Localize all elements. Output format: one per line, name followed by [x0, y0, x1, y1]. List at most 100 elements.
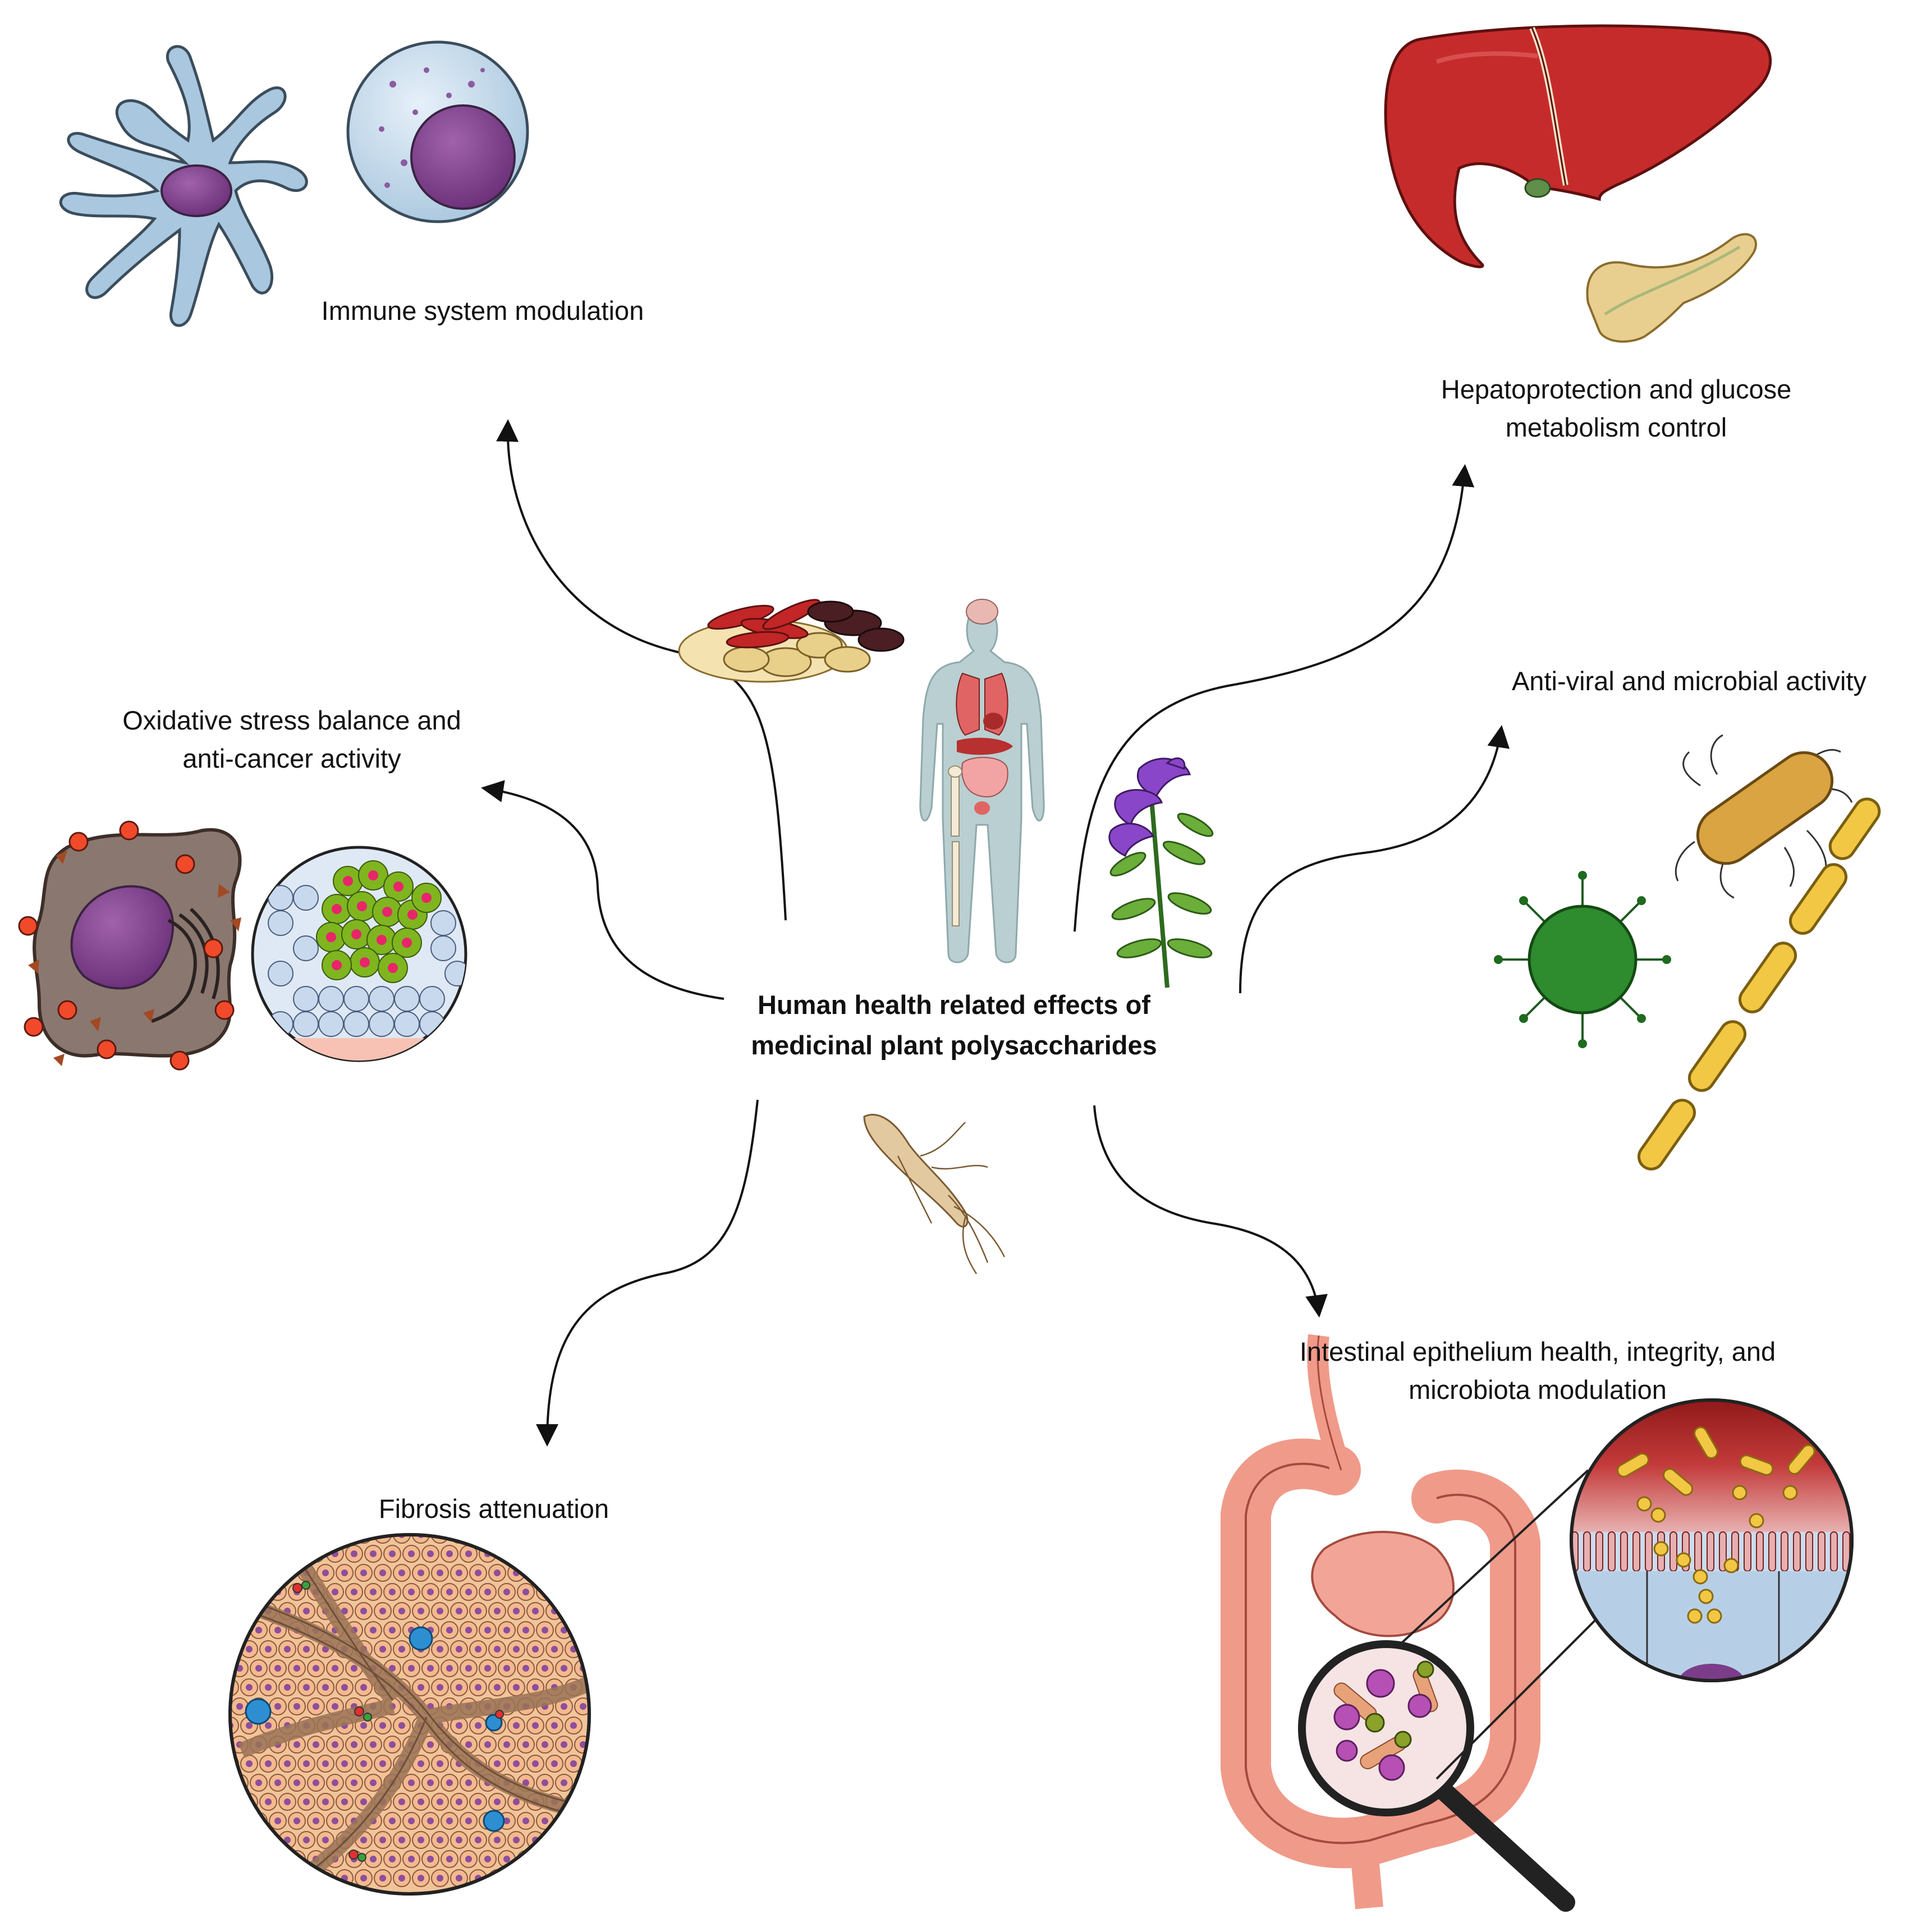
tissue-cell-nucleus: [494, 1570, 501, 1576]
arrow-to-hepato: [1074, 464, 1475, 932]
tissue-cell-nucleus: [230, 1875, 233, 1881]
tissue-cell-nucleus: [532, 1760, 539, 1767]
tissue-cell-nucleus: [265, 1684, 272, 1691]
tissue-cell-nucleus: [246, 1684, 253, 1691]
tissue-cell: [297, 1869, 315, 1887]
tissue-cell-nucleus: [437, 1684, 443, 1691]
tissue-cell-nucleus: [503, 1665, 510, 1672]
tissue-cell-nucleus: [465, 1856, 472, 1862]
tissue-cell-nucleus: [427, 1779, 434, 1786]
tissue-cell-nucleus: [418, 1608, 424, 1614]
tissue-cell-nucleus: [303, 1875, 310, 1881]
tissue-cell: [555, 1850, 573, 1868]
tissue-cell: [555, 1545, 573, 1563]
tissue-cell-nucleus: [370, 1589, 377, 1595]
tissue-cell-nucleus: [551, 1722, 558, 1729]
dendritic-cell-icon: [59, 45, 308, 327]
tissue-cell-nucleus: [456, 1875, 462, 1881]
tissue-cell-nucleus: [284, 1570, 291, 1576]
tissue-cell-nucleus: [503, 1856, 510, 1862]
tissue-cell-nucleus: [230, 1608, 233, 1614]
tissue-cell: [240, 1831, 258, 1849]
tissue-cell-nucleus: [246, 1535, 253, 1538]
tissue-cell-nucleus: [484, 1741, 491, 1748]
tissue-cell-nucleus: [522, 1627, 529, 1633]
tissue-cell-nucleus: [456, 1646, 462, 1653]
tissue-cell-nucleus: [332, 1818, 338, 1824]
tissue-cell: [574, 1583, 589, 1601]
tissue-cell: [469, 1535, 487, 1544]
tissue-cell: [250, 1850, 268, 1868]
tissue-cell-nucleus: [351, 1550, 357, 1557]
tissue-cell-nucleus: [332, 1589, 338, 1595]
tissue-cell-nucleus: [274, 1550, 281, 1557]
tissue-cell-nucleus: [456, 1570, 462, 1576]
tissue-cell-nucleus: [341, 1570, 348, 1576]
villus: [1632, 1531, 1640, 1572]
tissue-cell-nucleus: [360, 1535, 367, 1538]
immune-label: Immune system modulation: [281, 292, 685, 330]
tissue-cell-nucleus: [503, 1550, 510, 1557]
tissue-cell-nucleus: [580, 1589, 586, 1595]
tissue-cell-nucleus: [230, 1570, 233, 1576]
tissue-cell-nucleus: [465, 1589, 472, 1595]
villus: [1707, 1531, 1714, 1572]
tissue-cell-nucleus: [408, 1550, 415, 1557]
tissue-cell-nucleus: [418, 1684, 424, 1691]
tissue-cell-nucleus: [303, 1837, 310, 1843]
tissue-cell-nucleus: [494, 1760, 501, 1767]
villus: [1830, 1531, 1838, 1572]
tissue-cell: [545, 1831, 563, 1849]
tissue-cell-nucleus: [561, 1818, 567, 1824]
intestinal-label: Intestinal epithelium health, integrity,…: [1223, 1333, 1852, 1409]
fibrosis-label-text: Fibrosis attenuation: [378, 1494, 609, 1523]
villus: [1645, 1531, 1653, 1572]
tissue-cell: [230, 1717, 239, 1734]
tissue-cell: [565, 1602, 583, 1620]
tissue-cell-nucleus: [532, 1535, 539, 1538]
tissue-cell-nucleus: [236, 1589, 243, 1595]
tissue-cell-nucleus: [236, 1550, 243, 1557]
tissue-cell-nucleus: [465, 1627, 472, 1633]
tissue-cell-nucleus: [570, 1608, 577, 1614]
tissue-cell: [278, 1535, 296, 1544]
tissue-cell-nucleus: [542, 1741, 548, 1748]
fibrotic-tissue-icon: [228, 1533, 591, 1896]
arrows: [481, 419, 1510, 1447]
tissue-cell-nucleus: [389, 1627, 396, 1633]
tissue-cell-nucleus: [255, 1818, 262, 1824]
antiviral-label: Anti-viral and microbial activity: [1470, 662, 1908, 700]
tissue-cell-nucleus: [580, 1550, 586, 1557]
tissue-cell-nucleus: [418, 1875, 424, 1881]
intestinal-label-line-1: Intestinal epithelium health, integrity,…: [1299, 1337, 1776, 1366]
tissue-cell-nucleus: [503, 1818, 510, 1824]
tissue-cell-nucleus: [236, 1627, 243, 1633]
tissue-cell-nucleus: [351, 1741, 357, 1748]
tissue-cell-nucleus: [551, 1646, 558, 1653]
tissue-cell-nucleus: [580, 1779, 586, 1786]
tissue-cell-nucleus: [360, 1798, 367, 1805]
tissue-cell-nucleus: [446, 1856, 453, 1862]
tissue-cell-nucleus: [494, 1608, 501, 1614]
liver-icon: [1384, 24, 1772, 268]
tissue-cell-nucleus: [274, 1665, 281, 1672]
tissue-cell-nucleus: [437, 1798, 443, 1805]
tissue-cell: [259, 1535, 277, 1544]
tissue-cell-nucleus: [580, 1703, 586, 1710]
tissue-cell-nucleus: [246, 1837, 253, 1843]
tissue-cell-nucleus: [398, 1798, 405, 1805]
tissue-cell-nucleus: [236, 1703, 243, 1710]
tissue-cell-nucleus: [332, 1665, 338, 1672]
tissue-cell-nucleus: [418, 1760, 424, 1767]
tissue-cell-nucleus: [570, 1760, 577, 1767]
oxidative-label: Oxidative stress balance and anti-cancer…: [67, 701, 516, 778]
tissue-cell-nucleus: [246, 1722, 253, 1729]
skullcap-flower-icon: [1108, 757, 1214, 988]
tissue-cell-nucleus: [542, 1818, 548, 1824]
tissue-cell-nucleus: [570, 1875, 577, 1881]
tissue-cell-nucleus: [246, 1570, 253, 1576]
tissue-cell-nucleus: [230, 1646, 233, 1653]
tissue-cell-nucleus: [437, 1837, 443, 1843]
tissue-cell: [574, 1812, 589, 1830]
villus: [1855, 1532, 1862, 1571]
